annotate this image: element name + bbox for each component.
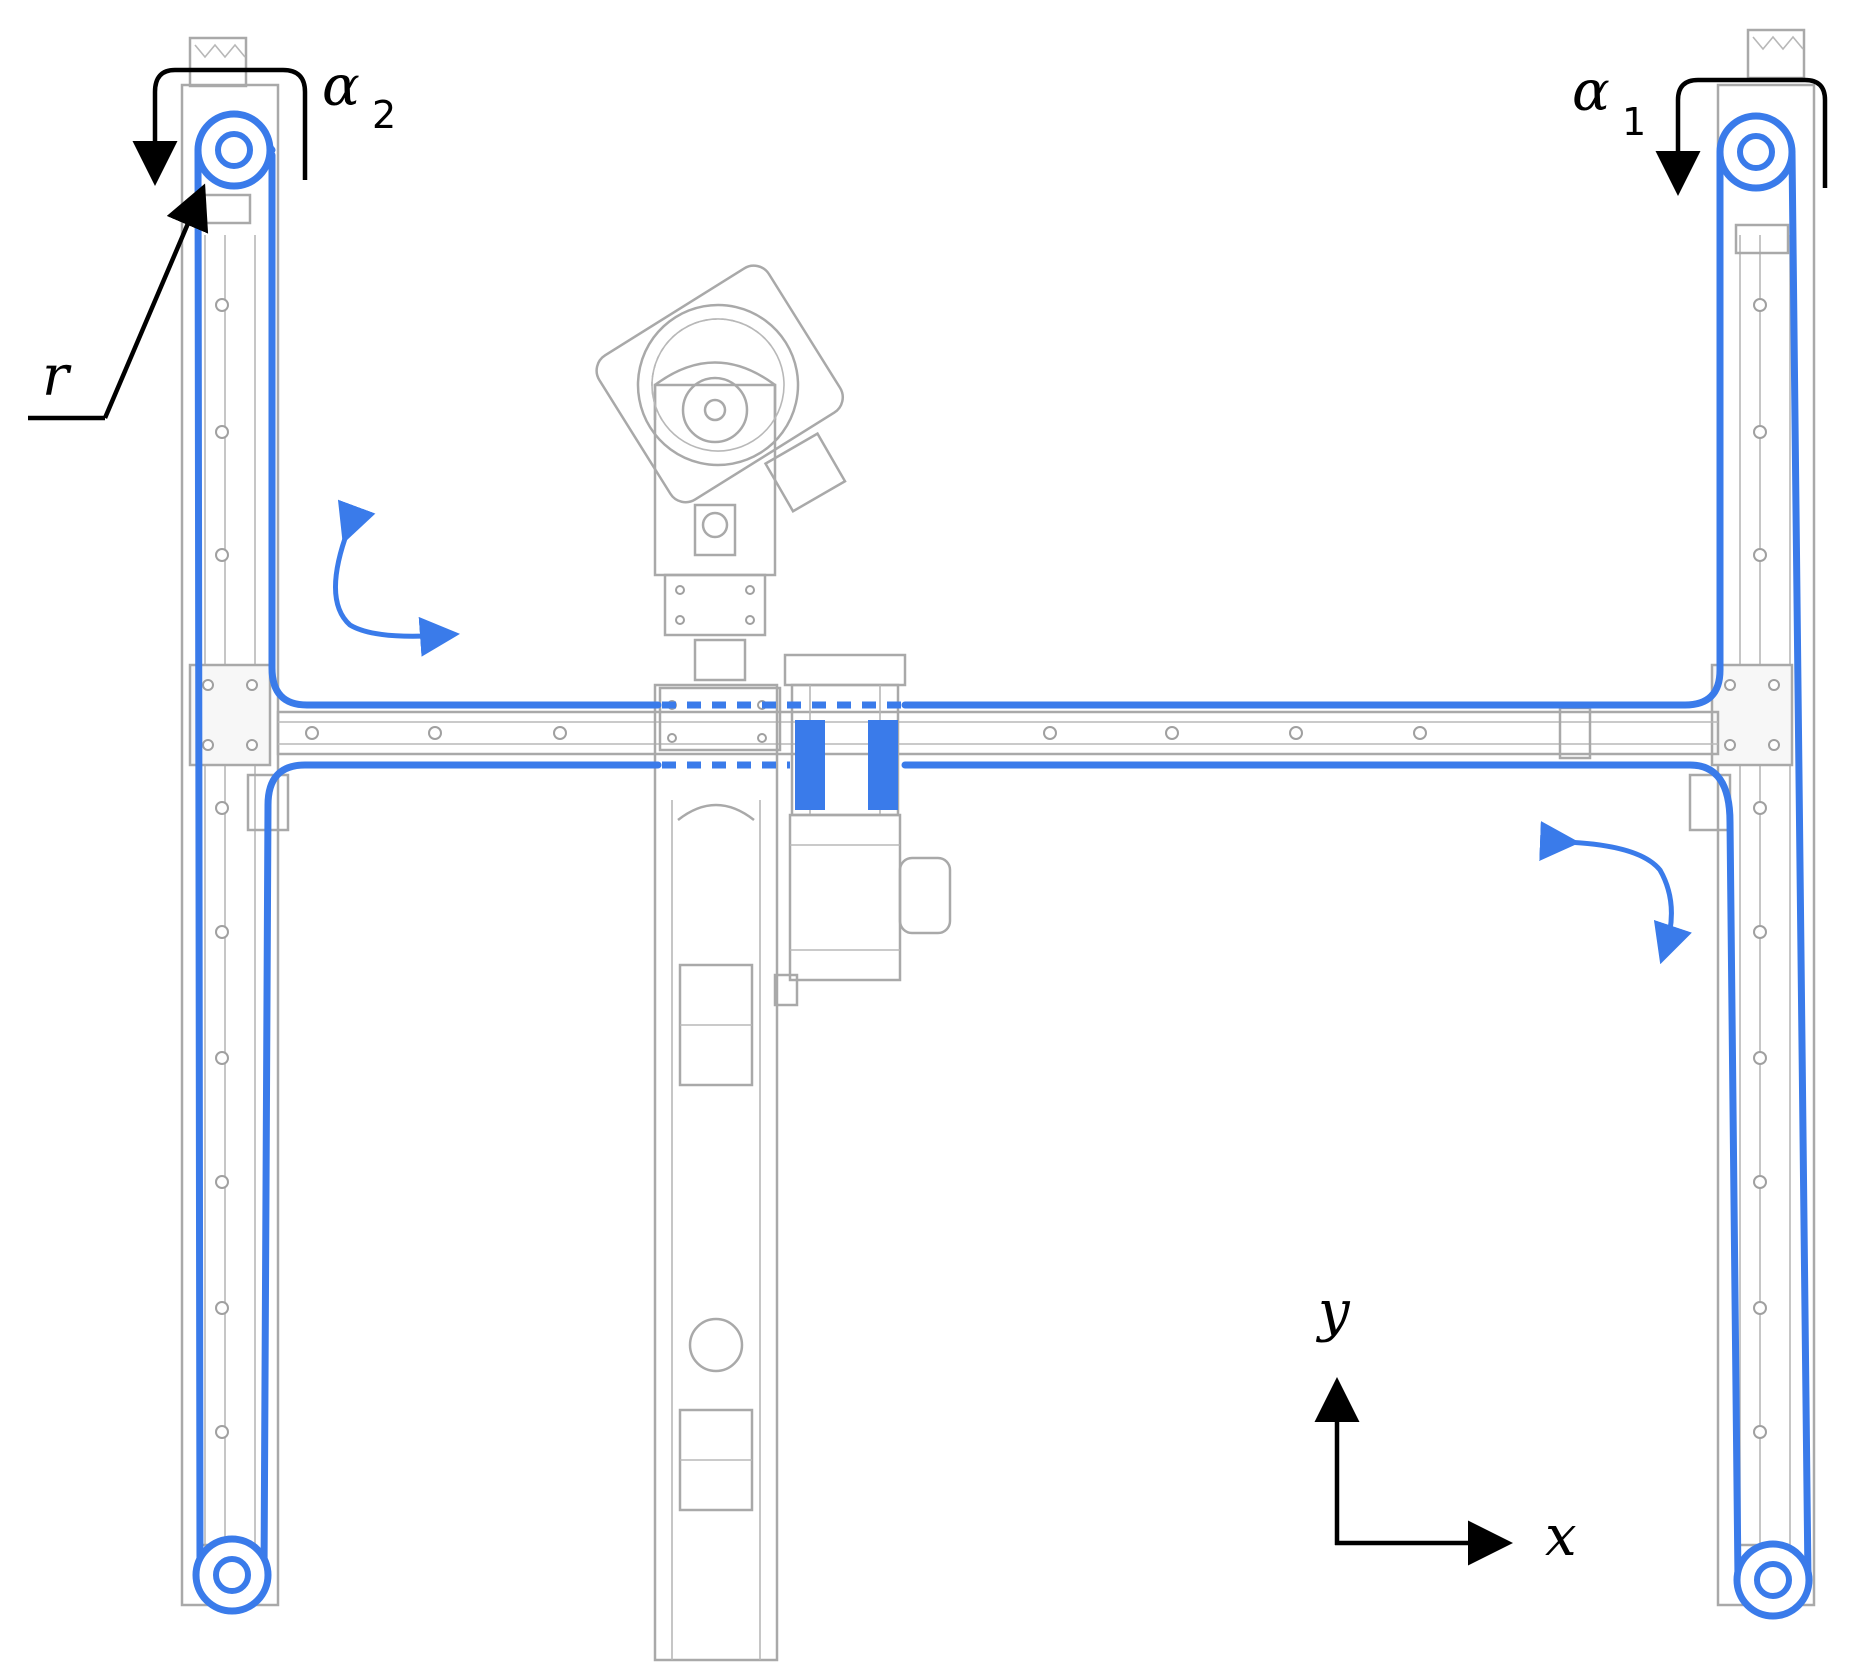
- rotation-arrow-icon: [1655, 77, 1828, 196]
- alpha2-subscript: 2: [372, 93, 396, 137]
- alpha1-symbol: α: [1572, 59, 1610, 124]
- alpha2-symbol: α: [322, 54, 360, 119]
- belt-loop: [194, 121, 1812, 1584]
- alpha2-label: α 2: [322, 54, 396, 137]
- rotation-arrow-icon: [132, 67, 308, 186]
- belt-clamp-right: [868, 720, 898, 810]
- pulley-icon: [192, 1535, 272, 1615]
- pulley-icon: [1716, 112, 1796, 192]
- gantry-frame: [180, 28, 1816, 1662]
- cross-beam: [276, 706, 1720, 760]
- drive-belt: [192, 110, 1813, 1620]
- axis-arrows: [1314, 1377, 1513, 1566]
- radius-label: r: [42, 344, 72, 409]
- belt-clamp-left: [795, 720, 825, 810]
- pulley-icon: [194, 110, 274, 190]
- robot-arm: [595, 264, 847, 1662]
- curved-double-arrow-icon: [333, 499, 460, 657]
- alpha1-label: α 1: [1572, 59, 1646, 144]
- pulley-icon: [1733, 1540, 1813, 1620]
- radius-leader: [28, 183, 209, 421]
- alpha1-subscript: 1: [1622, 100, 1646, 144]
- curved-double-arrow-icon: [1539, 821, 1692, 965]
- y-axis-label: y: [1315, 1279, 1351, 1344]
- x-axis-label: x: [1545, 1504, 1577, 1569]
